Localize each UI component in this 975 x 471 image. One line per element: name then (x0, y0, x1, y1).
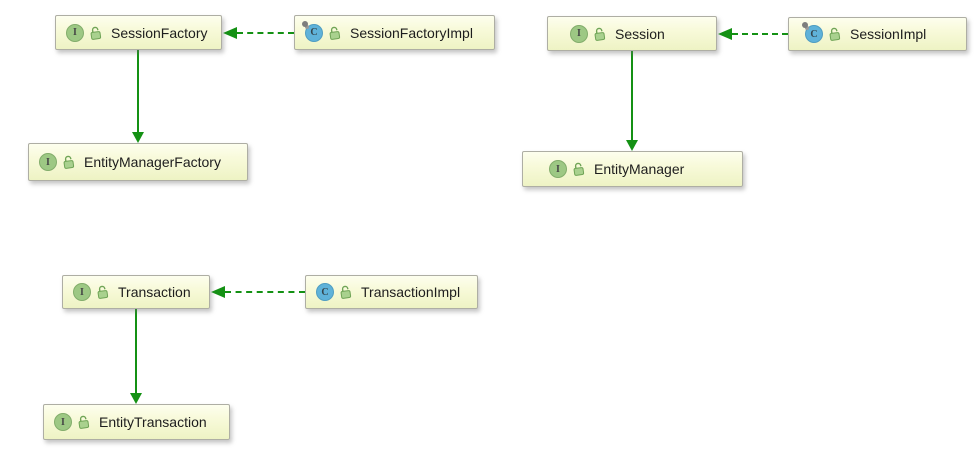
node-label: EntityManager (594, 161, 685, 177)
interface-icon: I (39, 153, 57, 171)
final-pin-icon (802, 22, 808, 28)
public-lock-icon (97, 285, 109, 299)
generalization-arrowhead-entitytransaction (130, 393, 142, 404)
node-sessionimpl[interactable]: C SessionImpl (788, 17, 967, 51)
node-session[interactable]: I Session (547, 16, 717, 51)
public-lock-icon (829, 27, 841, 41)
realization-edge-transactionimpl-to-transaction[interactable] (225, 291, 305, 293)
interface-icon: I (549, 160, 567, 178)
node-label: EntityTransaction (99, 414, 207, 430)
final-class-icon: C (802, 22, 823, 43)
node-label: SessionImpl (850, 26, 927, 42)
public-lock-icon (90, 26, 102, 40)
realization-edge-sessionimpl-to-session[interactable] (732, 33, 788, 35)
public-lock-icon (573, 162, 585, 176)
node-entitytransaction[interactable]: I EntityTransaction (43, 404, 230, 440)
node-sessionfactoryimpl[interactable]: C SessionFactoryImpl (294, 15, 495, 50)
public-lock-icon (78, 415, 90, 429)
realization-arrowhead-transaction (211, 286, 225, 298)
realization-arrowhead-session (718, 28, 732, 40)
node-label: Session (615, 25, 665, 42)
node-entitymanager[interactable]: I EntityManager (522, 151, 743, 187)
public-lock-icon (63, 155, 75, 169)
node-sessionfactory[interactable]: I SessionFactory (55, 15, 222, 50)
interface-icon: I (570, 24, 588, 43)
public-lock-icon (329, 26, 341, 40)
public-lock-icon (594, 27, 606, 41)
node-label: Transaction (118, 284, 191, 300)
node-label: SessionFactoryImpl (350, 24, 473, 41)
final-class-icon: C (302, 20, 323, 42)
node-transactionimpl[interactable]: C TransactionImpl (305, 275, 478, 309)
realization-edge-sessionfactoryimpl-to-sessionfactory[interactable] (237, 32, 294, 34)
generalization-arrowhead-entitymanagerfactory (132, 132, 144, 143)
node-entitymanagerfactory[interactable]: I EntityManagerFactory (28, 143, 248, 181)
generalization-edge-transaction-to-entitytransaction[interactable] (135, 309, 137, 394)
class-icon: C (316, 283, 334, 301)
node-transaction[interactable]: I Transaction (62, 275, 210, 309)
generalization-arrowhead-entitymanager (626, 140, 638, 151)
node-label: EntityManagerFactory (84, 154, 221, 170)
generalization-edge-session-to-entitymanager[interactable] (631, 51, 633, 141)
interface-icon: I (54, 413, 72, 431)
final-pin-icon (302, 20, 308, 27)
node-label: SessionFactory (111, 24, 208, 41)
node-label: TransactionImpl (361, 284, 461, 300)
realization-arrowhead-sessionfactory (223, 27, 237, 39)
interface-icon: I (73, 283, 91, 301)
public-lock-icon (340, 285, 352, 299)
generalization-edge-sessionfactory-to-entitymanagerfactory[interactable] (137, 50, 139, 133)
interface-icon: I (66, 23, 84, 42)
